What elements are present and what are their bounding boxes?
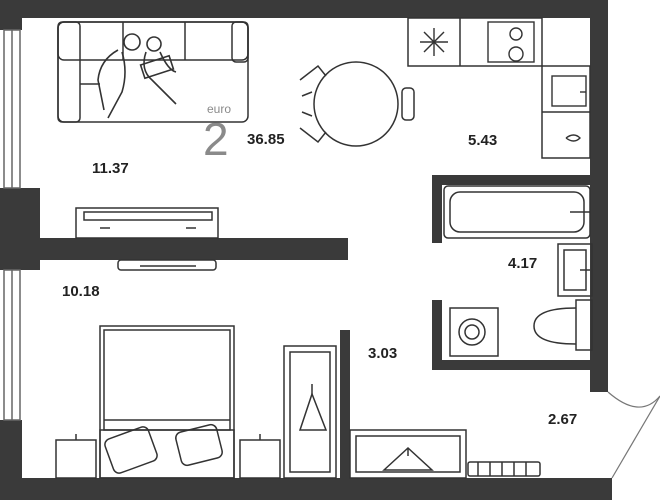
area-entrance: 2.67 bbox=[548, 411, 578, 428]
walls bbox=[0, 0, 612, 500]
people-on-sofa-icon bbox=[97, 33, 177, 119]
total-area-label: 36.85 bbox=[247, 131, 285, 148]
apartment-type-label: euro bbox=[207, 102, 232, 116]
dining-table-icon bbox=[299, 61, 415, 147]
nightstand-right-icon bbox=[239, 434, 281, 479]
snowflake-icon bbox=[420, 28, 448, 56]
toilet-icon bbox=[533, 299, 593, 351]
bathtub-icon bbox=[443, 185, 591, 239]
nightstand-left-icon bbox=[55, 434, 97, 479]
entrance-door bbox=[607, 391, 660, 479]
area-bathroom: 4.17 bbox=[508, 255, 538, 272]
radiator-icon bbox=[467, 461, 541, 477]
sofa-icon bbox=[57, 21, 249, 123]
area-kitchen: 5.43 bbox=[468, 132, 498, 149]
area-hallway: 3.03 bbox=[368, 345, 398, 362]
shoe-cabinet-icon bbox=[349, 429, 467, 479]
bathroom-sink-icon bbox=[557, 243, 593, 297]
area-living-room: 11.37 bbox=[92, 160, 129, 177]
kitchen-counter bbox=[407, 17, 591, 159]
kitchen-sink-icon bbox=[551, 75, 587, 142]
washing-machine-icon bbox=[449, 307, 499, 357]
bed-icon bbox=[99, 325, 235, 479]
tv-icon bbox=[117, 259, 217, 271]
wardrobe-icon bbox=[283, 345, 337, 479]
tv-stand-icon bbox=[75, 207, 219, 239]
area-bedroom: 10.18 bbox=[62, 283, 100, 300]
room-count: 2 bbox=[203, 113, 229, 165]
window-left-bottom bbox=[3, 269, 21, 421]
window-left-top bbox=[3, 29, 21, 189]
stove-icon bbox=[487, 21, 535, 63]
